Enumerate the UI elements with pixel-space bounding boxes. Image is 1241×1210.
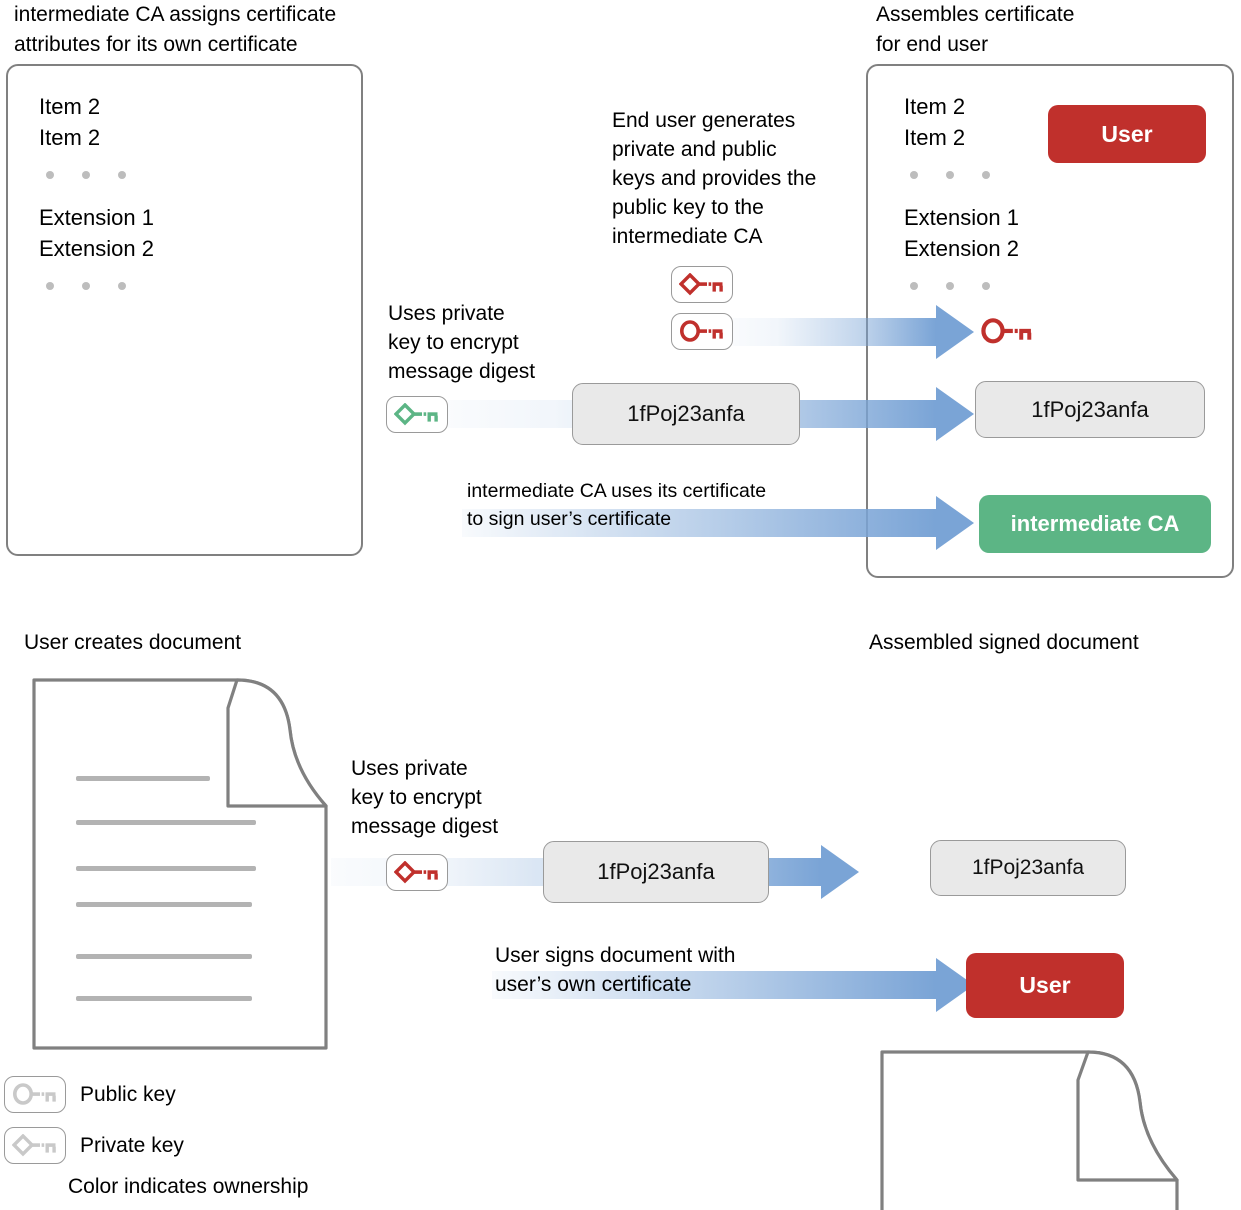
signed-document-owner-pill-label: User <box>1019 972 1071 998</box>
caption-user-creates-document: User creates document <box>24 631 242 654</box>
owner-pill-label: User <box>1101 120 1153 147</box>
digest-chip-source-bottom: 1fPoj23anfa <box>543 841 769 903</box>
arrow-head-public-key-delivery <box>936 305 974 359</box>
legend-ownership-note: Color indicates ownership <box>68 1175 309 1198</box>
ellipsis-dot <box>946 171 954 179</box>
cert-right-extension-2: Extension 2 <box>904 236 1019 261</box>
document-text-line <box>76 954 252 959</box>
caption-assembled-signed-document: Assembled signed document <box>869 631 1139 654</box>
digest-chip-target-top-label: 1fPoj23anfa <box>1031 396 1149 422</box>
caption-assembles-certificate: Assembles certificate for end user <box>876 3 1075 56</box>
ellipsis-dot <box>118 171 126 179</box>
key-badge-ca-private <box>386 396 448 433</box>
legend-private-key-label: Private key <box>80 1133 184 1157</box>
cert-left-ellipsis-2 <box>46 282 126 290</box>
owner-pill-user: User <box>1048 105 1206 163</box>
cert-left-extension-2: Extension 2 <box>39 236 154 261</box>
document-text-line <box>76 776 210 781</box>
private-key-icon <box>12 1133 56 1156</box>
cert-left-item-2: Item 2 <box>39 125 101 150</box>
digest-chip-target-top: 1fPoj23anfa <box>975 381 1205 438</box>
ellipsis-dot <box>46 282 54 290</box>
ellipsis-dot <box>82 171 90 179</box>
caption-intermediate-ca-assigns: intermediate CA assigns certificate attr… <box>14 3 337 56</box>
note-ca-signs-certificate: intermediate CA uses its certificate to … <box>467 480 767 530</box>
ellipsis-dot <box>982 171 990 179</box>
arrow-tail-ca-signs <box>462 509 936 537</box>
cert-right-ellipsis-1 <box>910 171 990 179</box>
private-key-green-icon <box>394 402 438 425</box>
public-key-icon <box>13 1082 56 1105</box>
legend-public-key-row: Public key <box>4 1076 176 1113</box>
cert-left-ellipsis-1 <box>46 171 126 179</box>
legend-public-key-badge <box>4 1076 66 1113</box>
digest-chip-source-top: 1fPoj23anfa <box>572 383 800 445</box>
digest-chip-source-top-label: 1fPoj23anfa <box>627 401 745 426</box>
private-key-red-icon <box>679 272 723 295</box>
ellipsis-dot <box>910 171 918 179</box>
certificate-box-intermediate-ca: Item 2 Item 2 Extension 1 Extension 2 <box>6 64 363 556</box>
cert-left-extension-1: Extension 1 <box>39 205 154 230</box>
arrow-tail-public-key-delivery <box>733 318 936 346</box>
cert-left-item-1: Item 2 <box>39 94 101 119</box>
signer-pill-label: intermediate CA <box>1010 511 1180 536</box>
digest-chip-source-bottom-label: 1fPoj23anfa <box>597 859 715 884</box>
arrow-head-digest-bottom <box>821 845 859 899</box>
ellipsis-dot <box>46 171 54 179</box>
document-text-line <box>76 902 252 907</box>
arrow-tail-user-signs <box>492 971 936 999</box>
cert-right-extension-1: Extension 1 <box>904 205 1019 230</box>
document-text-line <box>76 820 256 825</box>
document-outline-icon <box>880 1050 1179 1210</box>
public-key-red-icon <box>680 319 723 342</box>
ellipsis-dot <box>910 282 918 290</box>
private-key-red-icon <box>394 860 438 883</box>
arrow-head-digest-top <box>936 387 974 441</box>
note-uses-private-key-bottom: Uses private key to encrypt message dige… <box>351 757 499 838</box>
digest-chip-signed-document: 1fPoj23anfa <box>930 840 1126 896</box>
key-badge-user-public <box>671 313 733 350</box>
note-end-user-generates-keys: End user generates private and public ke… <box>612 109 817 248</box>
document-text-line <box>76 996 252 1001</box>
note-user-signs-document: User signs document with user’s own cert… <box>495 944 736 996</box>
cert-right-ellipsis-2 <box>910 282 990 290</box>
ellipsis-dot <box>118 282 126 290</box>
key-badge-doc-private <box>386 854 448 891</box>
document-page-signed <box>880 1050 1180 1210</box>
document-text-line <box>76 866 256 871</box>
digest-chip-signed-document-label: 1fPoj23anfa <box>971 856 1085 879</box>
cert-right-item-1: Item 2 <box>904 94 966 119</box>
note-uses-private-key-top: Uses private key to encrypt message dige… <box>388 302 536 383</box>
legend-private-key-badge <box>4 1127 66 1164</box>
ellipsis-dot <box>982 282 990 290</box>
public-key-red-icon <box>981 318 1032 344</box>
arrow-head-ca-signs <box>936 496 974 550</box>
ellipsis-dot <box>82 282 90 290</box>
ellipsis-dot <box>946 282 954 290</box>
signed-document-owner-pill: User <box>966 953 1124 1018</box>
legend-public-key-label: Public key <box>80 1082 176 1106</box>
signer-pill-intermediate-ca: intermediate CA <box>979 495 1211 553</box>
cert-right-item-2: Item 2 <box>904 125 966 150</box>
legend-private-key-row: Private key <box>4 1127 184 1164</box>
document-outline-icon <box>32 678 328 1050</box>
key-badge-user-private <box>671 266 733 303</box>
document-page-unsigned <box>32 678 328 1050</box>
delivered-public-key <box>980 318 1034 351</box>
